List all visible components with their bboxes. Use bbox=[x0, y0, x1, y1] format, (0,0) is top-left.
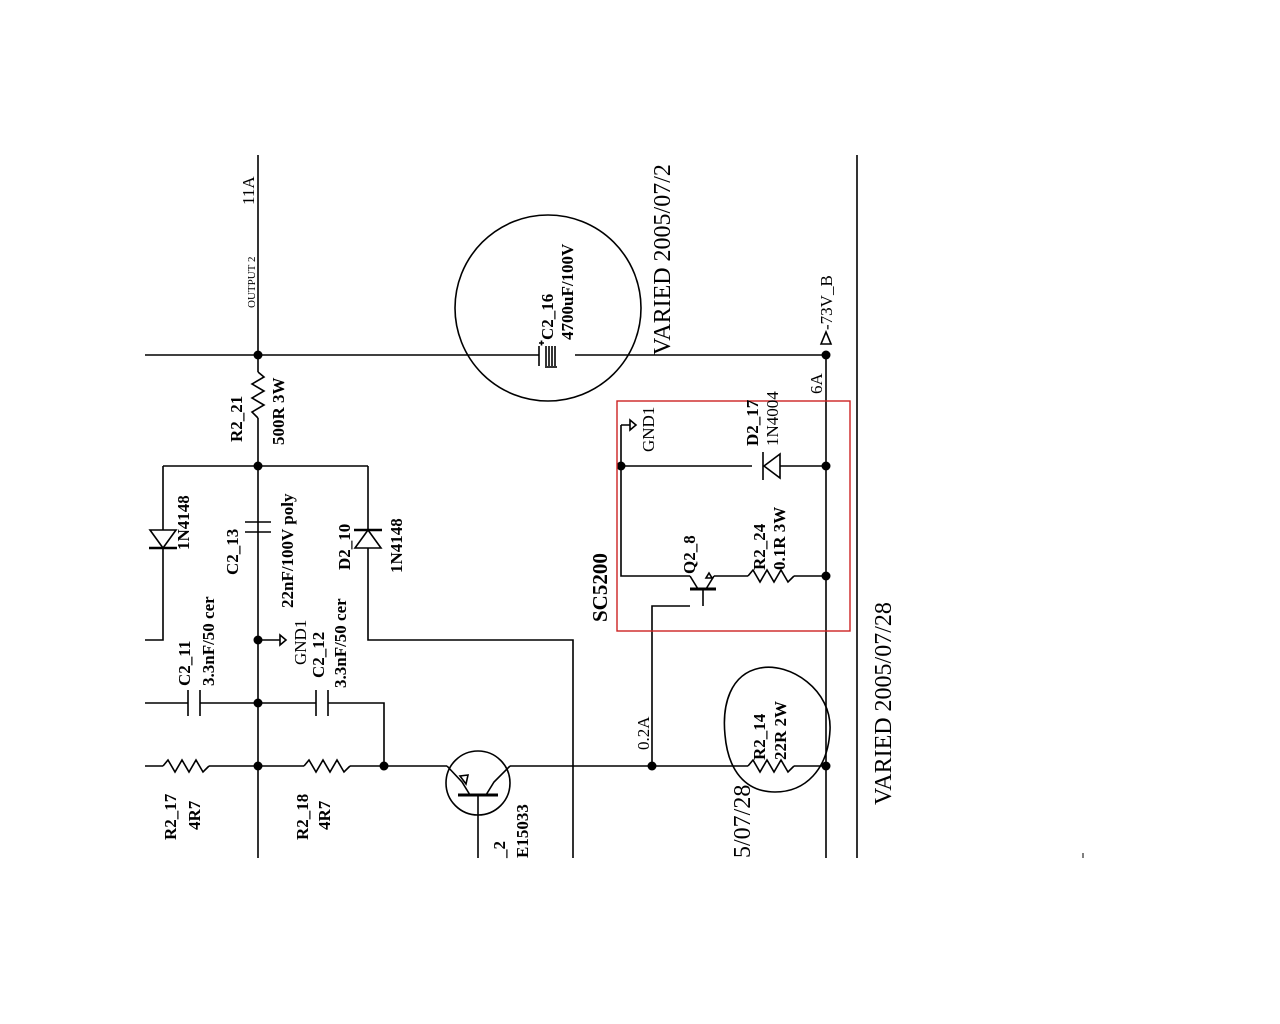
resistor-r2-21 bbox=[250, 371, 266, 419]
label-d2-10-ref: D2_10 bbox=[335, 524, 354, 570]
label-date-partial: 5/07/28 bbox=[730, 785, 756, 858]
wire-d2-10-bottom bbox=[367, 548, 574, 858]
diode-d2-17 bbox=[762, 452, 781, 480]
label-c2-16-val: 4700uF/100V bbox=[558, 243, 577, 340]
capacitor-c2-11 bbox=[187, 690, 201, 716]
transistor-left-partial bbox=[445, 750, 511, 816]
label-r2-17-val: 4R7 bbox=[185, 800, 204, 830]
label-r2-18-val: 4R7 bbox=[315, 800, 334, 830]
label-r2-21-val: 500R 3W bbox=[269, 377, 288, 445]
label-r2-24-val: 0.1R 3W bbox=[770, 507, 789, 570]
junction-dot bbox=[821, 761, 831, 771]
junction-dot bbox=[379, 761, 389, 771]
label-c2-11-ref: C2_11 bbox=[175, 641, 194, 686]
label-current-11a: 11A bbox=[239, 176, 258, 205]
wires bbox=[145, 155, 858, 858]
junction-dot bbox=[616, 461, 626, 471]
highlight-box-sc5200 bbox=[616, 400, 851, 632]
label-d2-17-ref: D2_17 bbox=[743, 399, 762, 446]
label-r2-24-ref: R2_24 bbox=[750, 523, 769, 570]
junction-dot bbox=[253, 635, 263, 645]
label-r2-17-ref: R2_17 bbox=[161, 793, 180, 840]
label-current-6a: 6A bbox=[807, 373, 826, 395]
label-c2-13-ref: C2_13 bbox=[223, 529, 242, 575]
labels: OUTPUT 2 11A R2_21 500R 3W C2_16 4700uF/… bbox=[161, 164, 897, 859]
wire-c2-12-right bbox=[328, 702, 385, 766]
label-c2-12-val: 3.3nF/50 cer bbox=[331, 598, 350, 688]
resistor-r2-17 bbox=[162, 758, 210, 774]
highlight-circle-c2-16 bbox=[454, 214, 642, 402]
net-arrow-73v bbox=[819, 329, 833, 345]
highlight-circle-r2-14 bbox=[723, 666, 831, 793]
transistor-q2-8 bbox=[689, 571, 716, 606]
label-c2-11-val: 3.3nF/50 cer bbox=[199, 596, 218, 686]
diode-left-1n4148 bbox=[148, 529, 178, 550]
wire-02a-branch bbox=[651, 605, 690, 766]
label-d2-10-val: 1N4148 bbox=[387, 518, 406, 573]
label-left-diode-val: 1N4148 bbox=[174, 495, 193, 550]
capacitor-c2-12 bbox=[315, 690, 329, 716]
capacitor-c2-16 bbox=[538, 340, 557, 368]
junction-dot bbox=[253, 698, 263, 708]
wire-left-diode-bottom bbox=[145, 548, 164, 641]
junction-dot bbox=[821, 571, 831, 581]
junction-dot bbox=[647, 761, 657, 771]
label-varied-top: VARIED 2005/07/2 bbox=[650, 164, 676, 355]
gnd-symbol-top bbox=[621, 418, 638, 432]
resistor-r2-14 bbox=[747, 758, 795, 774]
label-c2-12-ref: C2_12 bbox=[309, 632, 328, 678]
junctions bbox=[253, 350, 831, 771]
label-q-partial-ref: _2 bbox=[490, 841, 509, 859]
label-r2-21-ref: R2_21 bbox=[227, 396, 246, 442]
label-c2-16-ref: C2_16 bbox=[538, 294, 557, 340]
junction-dot bbox=[253, 350, 263, 360]
diode-d2-10 bbox=[353, 528, 383, 549]
gnd-symbol-mid bbox=[279, 633, 288, 647]
label-c2-13-val: 22nF/100V poly bbox=[278, 493, 297, 608]
resistor-r2-24 bbox=[747, 568, 795, 584]
wire-q2-8-collector bbox=[620, 425, 690, 577]
label-d2-17-val: 1N4004 bbox=[763, 391, 782, 446]
label-q-partial-val: E15033 bbox=[513, 804, 532, 858]
label-sc5200: SC5200 bbox=[588, 553, 612, 622]
label-gnd1-top: GND1 bbox=[639, 407, 658, 452]
label-q2-8-ref: Q2_8 bbox=[680, 535, 699, 574]
label-current-02a: 0.2A bbox=[634, 716, 653, 750]
junction-dot bbox=[253, 461, 263, 471]
label-net-73v: -73V_B bbox=[817, 275, 836, 330]
junction-dot bbox=[821, 350, 831, 360]
label-varied-bottom: VARIED 2005/07/28 bbox=[871, 602, 897, 805]
resistor-r2-18 bbox=[303, 758, 351, 774]
label-gnd1-mid: GND1 bbox=[291, 620, 310, 665]
label-r2-14-val: 22R 2W bbox=[771, 701, 790, 760]
label-r2-14-ref: R2_14 bbox=[750, 713, 769, 760]
capacitor-c2-13 bbox=[245, 521, 271, 533]
junction-dot bbox=[253, 761, 263, 771]
label-output-2: OUTPUT 2 bbox=[246, 257, 258, 308]
label-r2-18-ref: R2_18 bbox=[293, 794, 312, 840]
junction-dot bbox=[821, 461, 831, 471]
